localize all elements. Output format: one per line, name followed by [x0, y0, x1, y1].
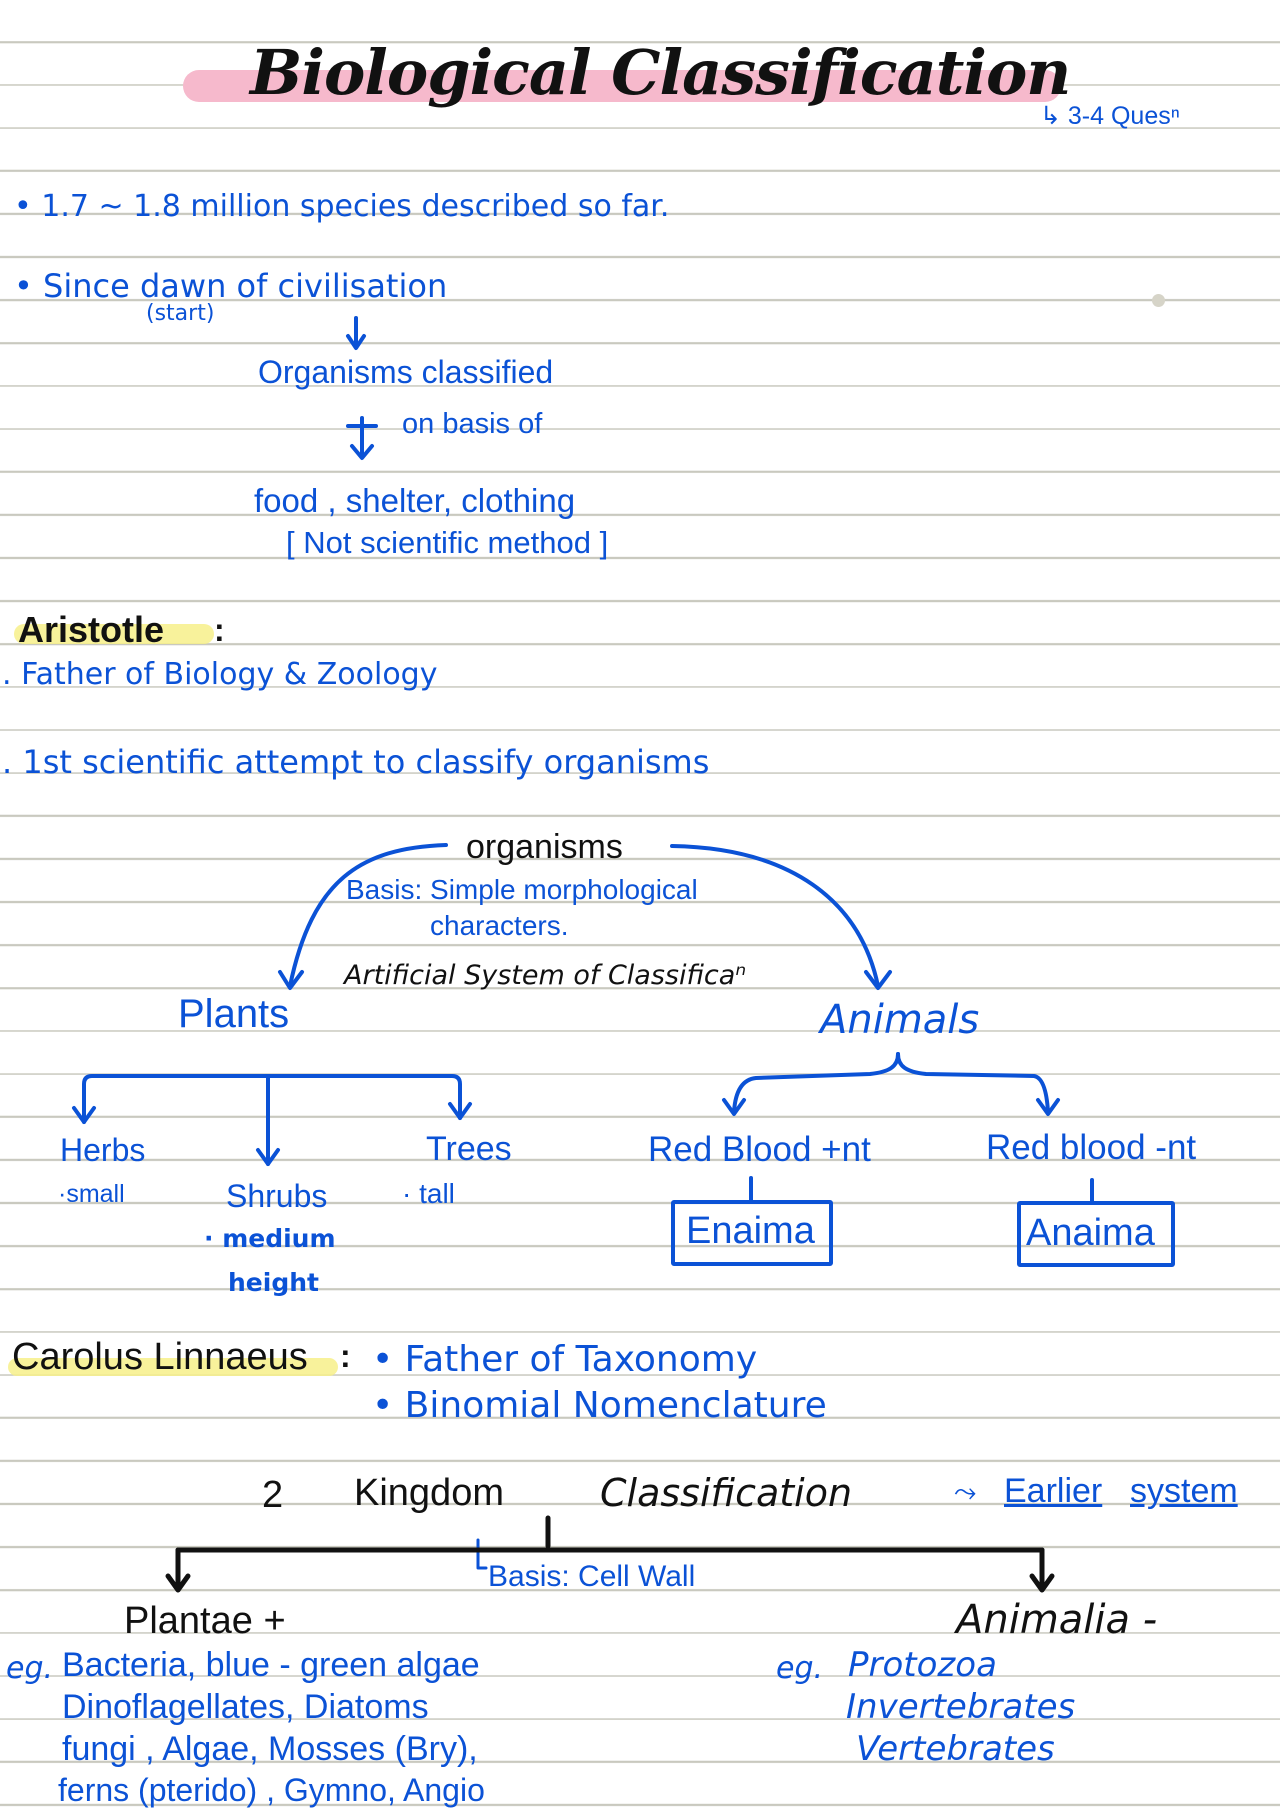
aristotle-colon: :: [214, 612, 225, 648]
plantae-label: Plantae +: [124, 1600, 286, 1642]
trees-label: Trees: [426, 1130, 512, 1168]
two-kingdom-word-kingdom: Kingdom: [354, 1472, 504, 1514]
earlier-system-arrow: ⤳: [954, 1476, 977, 1507]
linnaeus-point-taxonomy: • Father of Taxonomy: [372, 1339, 758, 1380]
animals-label: Animals: [820, 997, 980, 1043]
plantae-example-4: ferns (pterido) , Gymno, Angio: [58, 1772, 485, 1808]
title-highlight: [183, 70, 1061, 102]
arrow-down-icon: [346, 416, 378, 460]
linnaeus-highlight: [8, 1358, 338, 1376]
plantae-eg: eg.: [6, 1651, 54, 1686]
artificial-system-label: Artificial System of Classificaⁿ: [344, 960, 747, 991]
anaima-label: Anaima: [1026, 1212, 1155, 1254]
basis-bracket: [476, 1538, 488, 1570]
aristotle-heading: Aristotle: [18, 609, 165, 650]
classification-criteria: food , shelter, clothing: [254, 482, 576, 519]
plants-label: Plants: [178, 992, 290, 1036]
diagram-basis-line2: characters.: [430, 910, 569, 941]
stray-dot: [1152, 294, 1165, 307]
plantae-example-1: Bacteria, blue - green algae: [62, 1646, 480, 1684]
animalia-example-1: Protozoa: [848, 1645, 997, 1685]
animalia-eg: eg.: [776, 1651, 824, 1686]
red-blood-absent-label: Red blood -nt: [986, 1128, 1197, 1167]
plantae-example-2: Dinoflagellates, Diatoms: [62, 1688, 429, 1726]
earlier-system-word1: Earlier: [1004, 1472, 1103, 1510]
shrubs-note-1: · medium: [204, 1224, 336, 1253]
aristotle-highlight: [14, 624, 214, 644]
animalia-example-2: Invertebrates: [846, 1687, 1076, 1727]
dawn-of-civilisation-line: • Since dawn of civilisation: [14, 267, 448, 305]
organisms-classified: Organisms classified: [258, 354, 554, 390]
two-kingdom-number: 2: [262, 1474, 284, 1516]
shrubs-note-2: height: [228, 1268, 319, 1297]
diagram-root-organisms: organisms: [466, 828, 623, 866]
basis-of-label: on basis of: [402, 408, 543, 440]
diagram-basis-line1: Basis: Simple morphological: [346, 874, 698, 905]
enaima-box: [671, 1200, 833, 1266]
anaima-box: [1017, 1201, 1175, 1267]
cell-wall-basis: Basis: Cell Wall: [488, 1560, 696, 1593]
shrubs-label: Shrubs: [226, 1178, 328, 1214]
enaima-label: Enaima: [686, 1210, 815, 1252]
linnaeus-colon: :: [340, 1338, 351, 1374]
animalia-example-3: Vertebrates: [856, 1729, 1055, 1769]
linnaeus-point-binomial: • Binomial Nomenclature: [372, 1385, 827, 1426]
herbs-note: ·small: [58, 1180, 125, 1208]
earlier-system-word2: system: [1130, 1472, 1238, 1510]
aristotle-point-first-attempt: . 1st scientific attempt to classify org…: [2, 743, 710, 781]
question-count-note: ↳ 3-4 Quesⁿ: [1040, 102, 1180, 130]
species-count-line: • 1.7 ~ 1.8 million species described so…: [14, 189, 670, 224]
linnaeus-heading: Carolus Linnaeus: [12, 1336, 308, 1378]
arrow-down-icon: [346, 316, 366, 350]
plantae-example-3: fungi , Algae, Mosses (Bry),: [62, 1730, 478, 1768]
page-title: Biological Classification: [250, 36, 1071, 109]
animals-brace-icon: [722, 1052, 1060, 1116]
aristotle-point-father: . Father of Biology & Zoology: [2, 657, 438, 692]
herbs-label: Herbs: [60, 1132, 146, 1168]
dawn-note: (start): [146, 301, 215, 326]
two-kingdom-word-classification: Classification: [600, 1471, 853, 1515]
red-blood-present-label: Red Blood +nt: [648, 1130, 871, 1169]
not-scientific-note: [ Not scientific method ]: [286, 525, 609, 560]
animalia-label: Animalia -: [956, 1597, 1158, 1643]
trees-note: · tall: [402, 1178, 455, 1209]
